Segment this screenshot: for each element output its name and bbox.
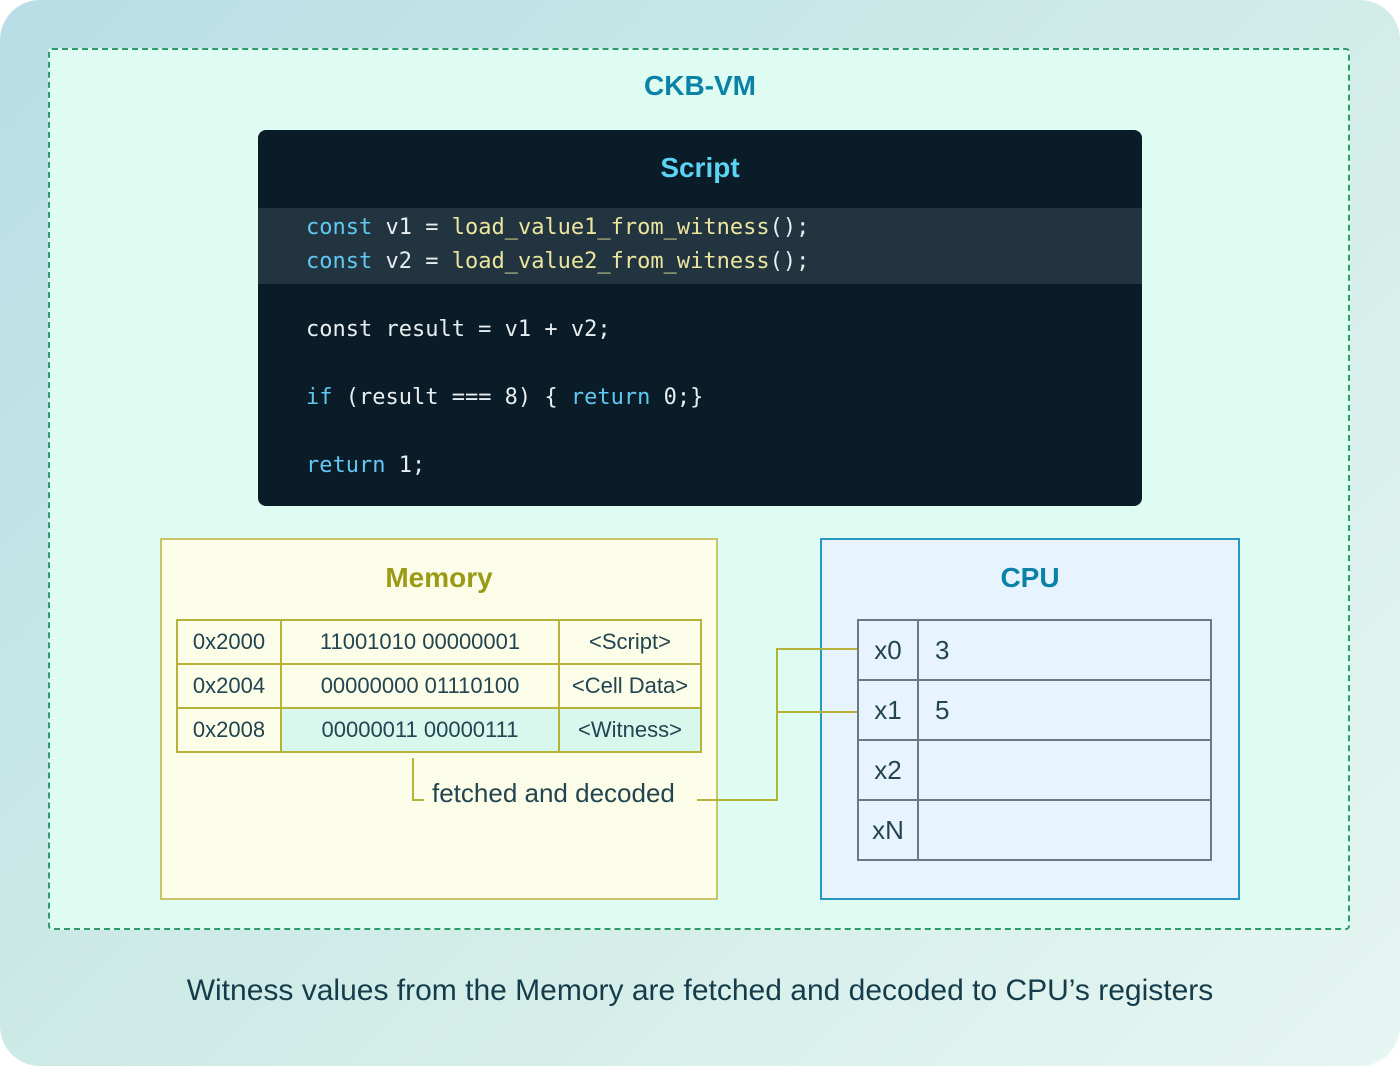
memory-bits: 11001010 00000001 <box>280 619 560 665</box>
register-value <box>917 739 1212 801</box>
code-text: 1; <box>385 453 426 478</box>
register-name: x2 <box>857 739 919 801</box>
memory-address: 0x2008 <box>176 707 282 753</box>
code-keyword: return <box>306 453 386 478</box>
code-keyword: if <box>306 385 333 410</box>
code-keyword: return <box>570 385 651 410</box>
code-text: v1 = <box>372 215 452 240</box>
register-name: xN <box>857 799 919 861</box>
register-row: x1 5 <box>857 679 1212 741</box>
memory-bits: 00000000 01110100 <box>280 663 560 709</box>
code-text: v2 = <box>372 249 452 274</box>
code-text: 0;} <box>650 385 704 410</box>
script-title: Script <box>660 152 740 183</box>
memory-label: <Cell Data> <box>558 663 702 709</box>
code-text: (); <box>769 249 810 274</box>
memory-title: Memory <box>385 562 493 593</box>
cpu-title: CPU <box>1000 562 1060 593</box>
memory-row: 0x2000 11001010 00000001 <Script> <box>176 619 702 665</box>
code-function: load_value2_from_witness <box>451 249 770 274</box>
fetched-decoded-label: fetched and decoded <box>432 778 675 808</box>
memory-label-witness: <Witness> <box>558 707 702 753</box>
code-keyword: const <box>306 249 373 274</box>
code-function: load_value1_from_witness <box>451 215 770 240</box>
code-line-2: const v2 = load_value2_from_witness(); <box>306 247 809 277</box>
memory-row-witness: 0x2008 00000011 00000111 <Witness> <box>176 707 702 753</box>
highlighted-lines-band <box>258 208 1142 284</box>
memory-row: 0x2004 00000000 01110100 <Cell Data> <box>176 663 702 709</box>
code-line-1: const v1 = load_value1_from_witness(); <box>306 213 809 243</box>
code-line-4: if (result === 8) { return 0;} <box>306 383 703 413</box>
register-table: x0 3 x1 5 x2 xN <box>857 619 1212 861</box>
code-text: (); <box>769 215 810 240</box>
diagram-caption: Witness values from the Memory are fetch… <box>186 974 1214 1007</box>
memory-address: 0x2000 <box>176 619 282 665</box>
memory-bits-witness: 00000011 00000111 <box>280 707 560 753</box>
code-line-3: const result = v1 + v2; <box>306 317 611 342</box>
register-value: 3 <box>917 619 1212 681</box>
register-row: xN <box>857 799 1212 861</box>
script-panel: Script const v1 = load_value1_from_witne… <box>258 130 1142 506</box>
memory-address: 0x2004 <box>176 663 282 709</box>
code-text: (result === 8) { <box>332 385 571 410</box>
register-value <box>917 799 1212 861</box>
register-row: x0 3 <box>857 619 1212 681</box>
register-name: x1 <box>857 679 919 741</box>
memory-table: 0x2000 11001010 00000001 <Script> 0x2004… <box>176 619 702 753</box>
memory-label: <Script> <box>558 619 702 665</box>
register-row: x2 <box>857 739 1212 801</box>
register-name: x0 <box>857 619 919 681</box>
code-keyword: const <box>306 215 373 240</box>
code-line-5: return 1; <box>306 451 425 481</box>
ckb-vm-title: CKB-VM <box>644 70 756 101</box>
register-value: 5 <box>917 679 1212 741</box>
